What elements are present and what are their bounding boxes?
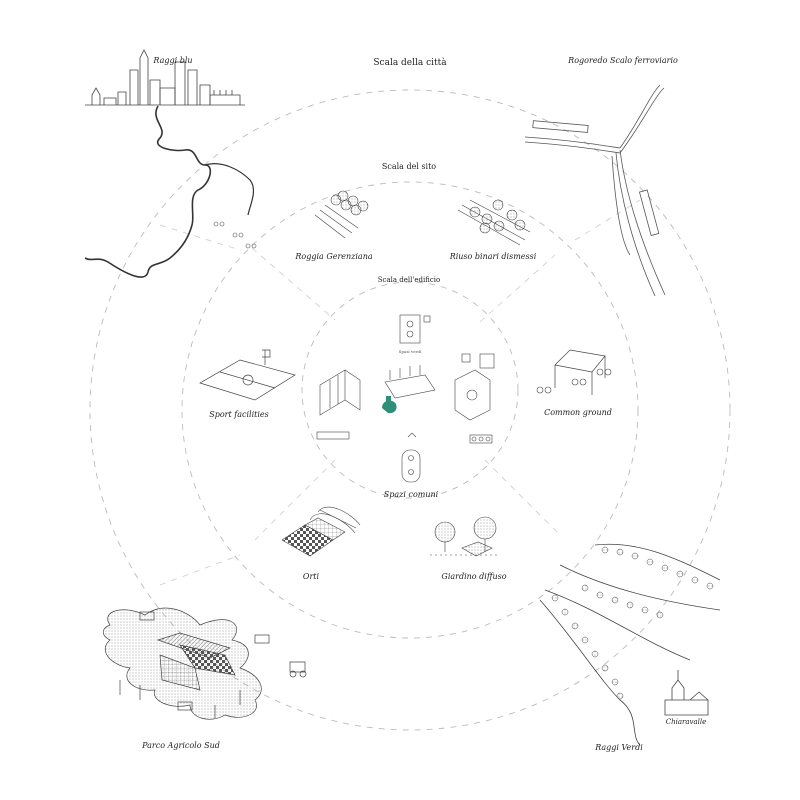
label-raggi-verdi: Raggi Verdi [595,743,643,752]
ring-city [89,89,731,731]
label-rogoredo: Rogoredo Scalo ferroviario [568,56,678,65]
ring-building [301,281,519,499]
illustration-orti [281,506,361,557]
label-common: Common ground [544,408,612,417]
label-scale-building: Scala dell'edificio [377,276,441,284]
railway-rogoredo [524,84,666,297]
ring-site [181,181,639,639]
label-orti: Orti [302,572,320,581]
label-scale-city: Scala della città [373,58,447,68]
illustration-raggi-verdi [539,543,721,746]
illustration-riuso [457,199,531,246]
cyclists-top-left [213,221,257,249]
illustration-common-ground [536,349,612,395]
illustration-giardino [430,516,500,557]
label-sport: Sport facilities [209,410,269,419]
illustration-building-scale [316,314,495,483]
illustration-parco-agricolo [102,607,307,720]
label-giardino: Giardino diffuso [441,572,507,581]
sector-dividers [159,199,641,586]
label-spazi-small: Spazi verdi [398,349,422,354]
illustration-sport-field [199,349,296,401]
label-roggia: Roggia Gerenziana [295,252,373,261]
label-scale-site: Scala del sito [381,162,437,171]
label-parco: Parco Agricolo Sud [142,741,220,750]
scale-rings [89,89,731,731]
illustration-roggia [314,190,369,239]
label-spazi-comuni: Spazi comuni [383,490,439,499]
label-riuso: Riuso binari dismessi [449,252,537,261]
accent-figure [382,396,397,414]
skyline-raggi-blu [85,49,245,106]
river-path [84,105,212,278]
label-chiaravalle: Chiaravalle [665,718,707,726]
label-raggi-blu: Raggi blu [153,56,193,65]
